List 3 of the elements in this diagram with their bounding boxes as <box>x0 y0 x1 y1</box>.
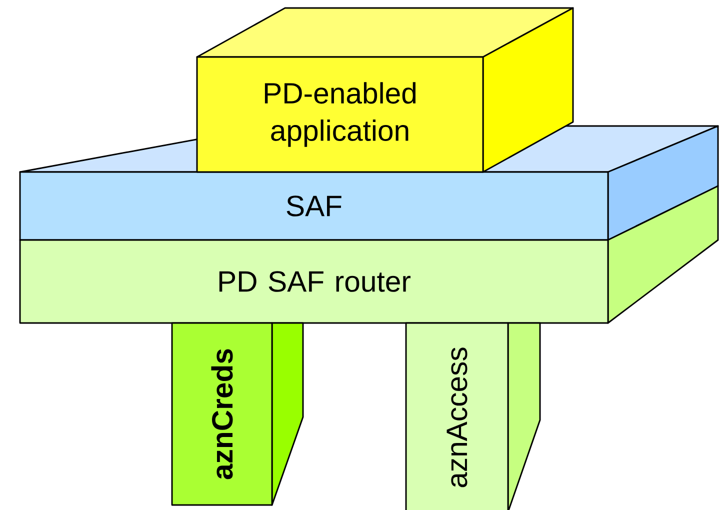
application-box: PD-enabled application <box>196 7 574 173</box>
pillar-block: aznAccess <box>405 322 541 510</box>
pillar-block: aznCreds <box>171 322 304 506</box>
